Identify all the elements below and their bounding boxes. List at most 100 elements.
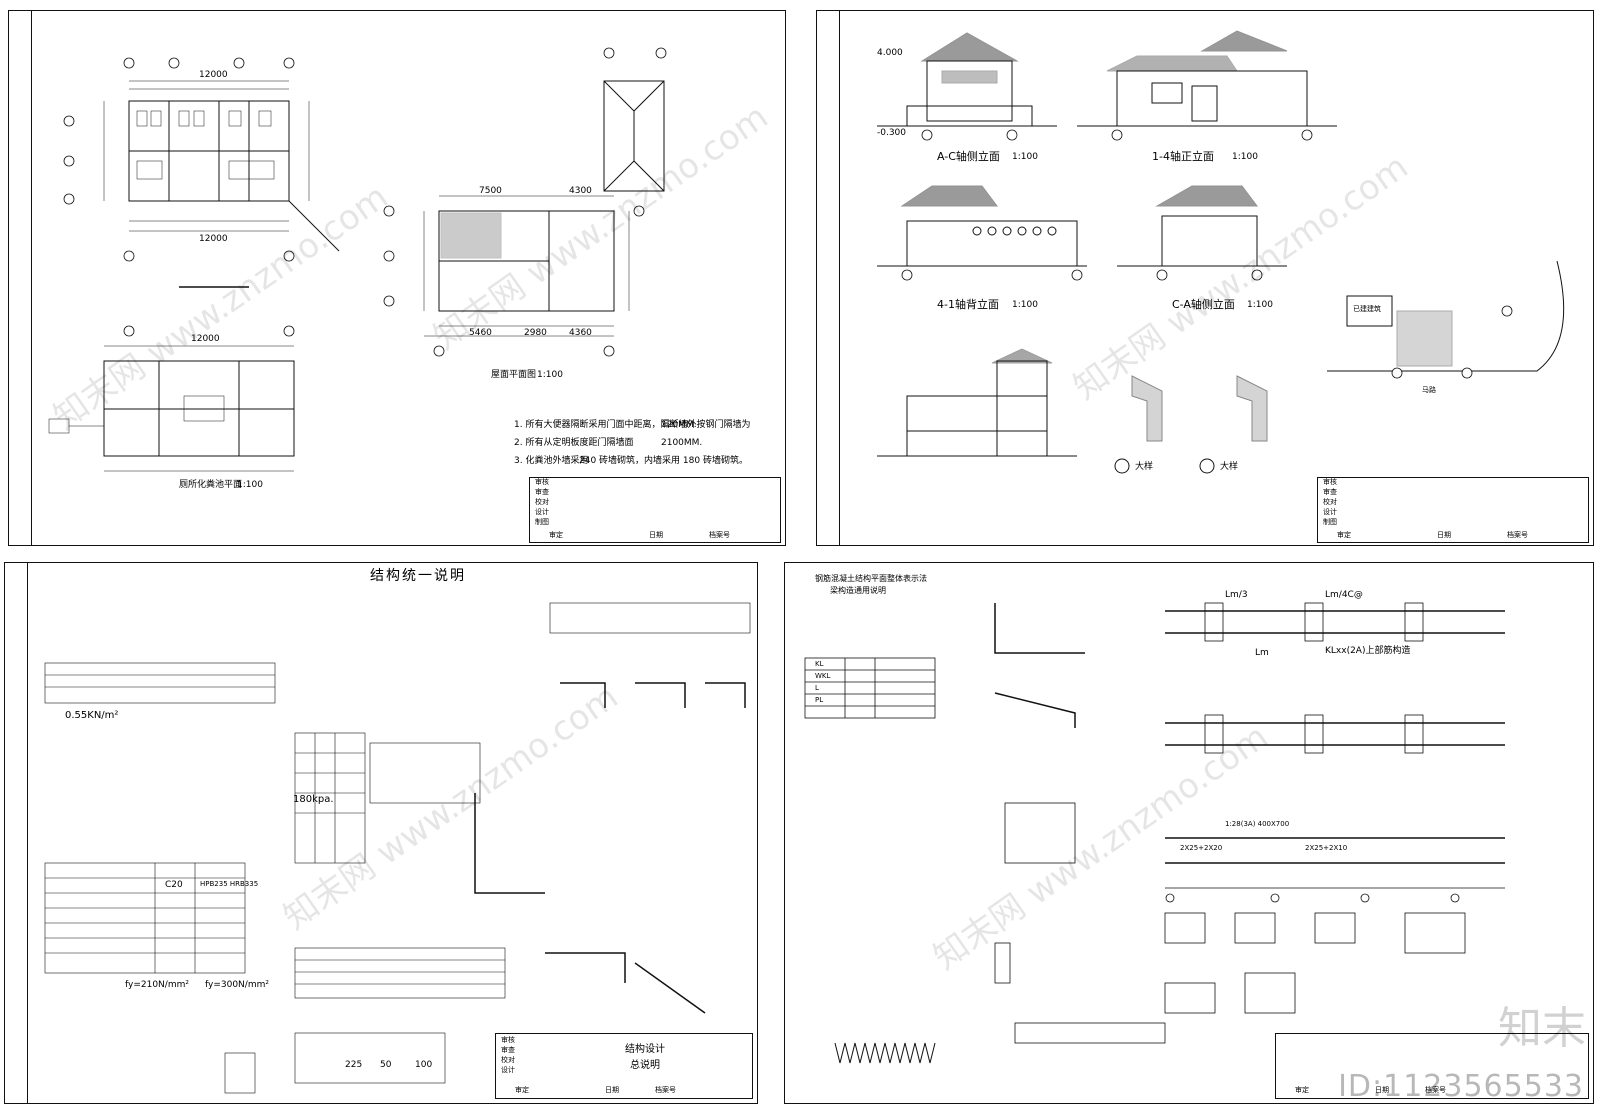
dim-overall: 12000 xyxy=(199,70,228,80)
elevation-scale-ac: 1:100 xyxy=(1012,152,1038,162)
elevation-scale-ca: 1:100 xyxy=(1247,300,1273,310)
elevation-title-14: 1-4轴正立面 xyxy=(1152,150,1214,163)
sheet-side-strip xyxy=(817,11,840,545)
tb-footer-3: 档案号 xyxy=(709,531,730,539)
title-block xyxy=(495,1033,753,1099)
beam-sheet-subtitle: 梁构造通用说明 xyxy=(830,586,886,595)
beam-tag-1: 1:28(3A) 400X700 xyxy=(1225,820,1290,828)
tb-row-1: 审核 xyxy=(535,478,549,486)
structure-sheet-title: 结构设计 xyxy=(625,1044,665,1055)
beam-label-pl: PL xyxy=(815,696,824,704)
elevation-title-ac: A-C轴侧立面 xyxy=(937,150,1000,163)
second-plan-title: 厕所化粪池平面 xyxy=(179,480,243,490)
roof-plan-title: 屋面平面图 xyxy=(491,370,537,380)
note-value-1: 120MM. xyxy=(661,420,697,430)
beam-label-kl: KL xyxy=(815,660,824,668)
structure-notes-title: 结构统一说明 xyxy=(370,568,466,584)
value-load: 0.55KN/m² xyxy=(65,710,119,721)
tb-footer-1: 审定 xyxy=(1295,1086,1309,1094)
tb-row-2: 审查 xyxy=(1323,488,1337,496)
sheet-side-strip xyxy=(9,11,32,545)
dim-roof-5460: 5460 xyxy=(469,328,492,338)
note-line-3: 3. 化粪池外墙采用 xyxy=(514,456,589,466)
tb-row-4: 设计 xyxy=(501,1066,515,1074)
brand-logo: 知末 xyxy=(1498,1003,1586,1054)
beam-label-wkl: WKL xyxy=(815,672,831,680)
beam-sheet-title: 钢筋混凝土结构平面整体表示法 xyxy=(815,574,927,583)
tb-row-2: 审查 xyxy=(535,488,549,496)
beam-label-lm: Lm xyxy=(1255,648,1269,658)
detail-label-2: 大样 xyxy=(1220,462,1239,472)
dim-roof-2980: 2980 xyxy=(524,328,547,338)
beam-label-lm3: Lm/3 xyxy=(1225,590,1248,600)
elevation-scale-41: 1:100 xyxy=(1012,300,1038,310)
elevation-title-ca: C-A轴侧立面 xyxy=(1172,298,1235,311)
tb-footer-3: 档案号 xyxy=(1425,1086,1446,1094)
tb-row-3: 校对 xyxy=(535,498,549,506)
title-block xyxy=(1317,477,1589,543)
tb-row-5: 制图 xyxy=(535,518,549,526)
tb-row-1: 审核 xyxy=(501,1036,515,1044)
elevation-scale-14: 1:100 xyxy=(1232,152,1258,162)
elevation-title-41: 4-1轴背立面 xyxy=(937,298,999,311)
architecture-drawing xyxy=(48,47,667,472)
beam-label-l: L xyxy=(815,684,819,692)
dim-roof-4360: 4360 xyxy=(569,328,592,338)
beam-label-top: KLxx(2A)上部筋构造 xyxy=(1325,646,1411,656)
tb-row-4: 设计 xyxy=(535,508,549,516)
sheet-elevations: A-C轴侧立面 1:100 1-4轴正立面 1:100 4-1轴背立面 1:10… xyxy=(816,10,1594,546)
note-line-1: 1. 所有大便器隔断采用门面中距离，隔断墙外按钢门隔墙为 xyxy=(514,420,751,430)
dim-bottom: 12000 xyxy=(199,234,228,244)
tb-footer-1: 审定 xyxy=(1337,531,1351,539)
value-50: 50 xyxy=(380,1060,392,1070)
sheet-architecture: 屋面平面图 1:100 厕所化粪池平面 1:100 1. 所有大便器隔断采用门面… xyxy=(8,10,786,546)
value-concrete: C20 xyxy=(165,880,183,890)
value-100: 100 xyxy=(415,1060,433,1070)
roof-plan-scale: 1:100 xyxy=(537,370,563,380)
tb-footer-2: 日期 xyxy=(649,531,663,539)
sheet-structure-notes: 结构统一说明 180kpa. 0.55KN/m² C20 HPB235 HRB3… xyxy=(4,562,758,1104)
second-plan-scale: 1:100 xyxy=(237,480,263,490)
site-road: 马路 xyxy=(1422,386,1436,394)
tb-row-3: 校对 xyxy=(501,1056,515,1064)
value-225: 225 xyxy=(345,1060,363,1070)
image-id: ID:1123565533 xyxy=(1338,1069,1584,1104)
tb-footer-3: 档案号 xyxy=(655,1086,676,1094)
tb-row-5: 制图 xyxy=(1323,518,1337,526)
tb-row-2: 审查 xyxy=(501,1046,515,1054)
tb-footer-2: 日期 xyxy=(605,1086,619,1094)
tb-row-3: 校对 xyxy=(1323,498,1337,506)
dim-second-top: 12000 xyxy=(191,334,220,344)
tb-footer-1: 审定 xyxy=(515,1086,529,1094)
structure-notes-drawing xyxy=(44,602,751,1094)
sheet-side-strip xyxy=(5,563,28,1103)
tb-row-1: 审核 xyxy=(1323,478,1337,486)
value-fy1: fy=210N/mm² xyxy=(125,980,189,990)
tb-row-4: 设计 xyxy=(1323,508,1337,516)
tb-footer-2: 日期 xyxy=(1437,531,1451,539)
tb-footer-2: 日期 xyxy=(1375,1086,1389,1094)
value-soil: 180kpa. xyxy=(293,794,334,805)
elevations-drawing xyxy=(877,30,1565,474)
detail-label-1: 大样 xyxy=(1135,462,1154,472)
note-line-2: 2. 所有从定明板度距门隔墙面 xyxy=(514,438,634,448)
note-value-2: 2100MM. xyxy=(661,438,703,448)
note-value-3: 240 砖墙砌筑，内墙采用 180 砖墙砌筑。 xyxy=(579,456,748,466)
title-block xyxy=(1275,1033,1589,1099)
value-fy2: fy=300N/mm² xyxy=(205,980,269,990)
site-existing: 已建建筑 xyxy=(1353,305,1381,313)
beam-label-lm4: Lm/4C@ xyxy=(1325,590,1363,600)
dim-roof-4300: 4300 xyxy=(569,186,592,196)
level-top: 4.000 xyxy=(877,48,903,58)
beam-tag-3: 2X25+2X10 xyxy=(1305,844,1348,852)
tb-footer-3: 档案号 xyxy=(1507,531,1528,539)
level-ground: -0.300 xyxy=(877,128,907,138)
beam-tag-2: 2X25+2X20 xyxy=(1180,844,1223,852)
sheet-beam-details: 钢筋混凝土结构平面整体表示法 梁构造通用说明 KLxx(2A)上部筋构造 WKL… xyxy=(784,562,1594,1104)
dim-roof-7500: 7500 xyxy=(479,186,502,196)
tb-footer-1: 审定 xyxy=(549,531,563,539)
value-steel: HPB235 HRB335 xyxy=(200,880,259,888)
structure-sheet-subtitle: 总说明 xyxy=(630,1060,660,1071)
title-block xyxy=(529,477,781,543)
beam-details-drawing xyxy=(804,602,1505,1064)
